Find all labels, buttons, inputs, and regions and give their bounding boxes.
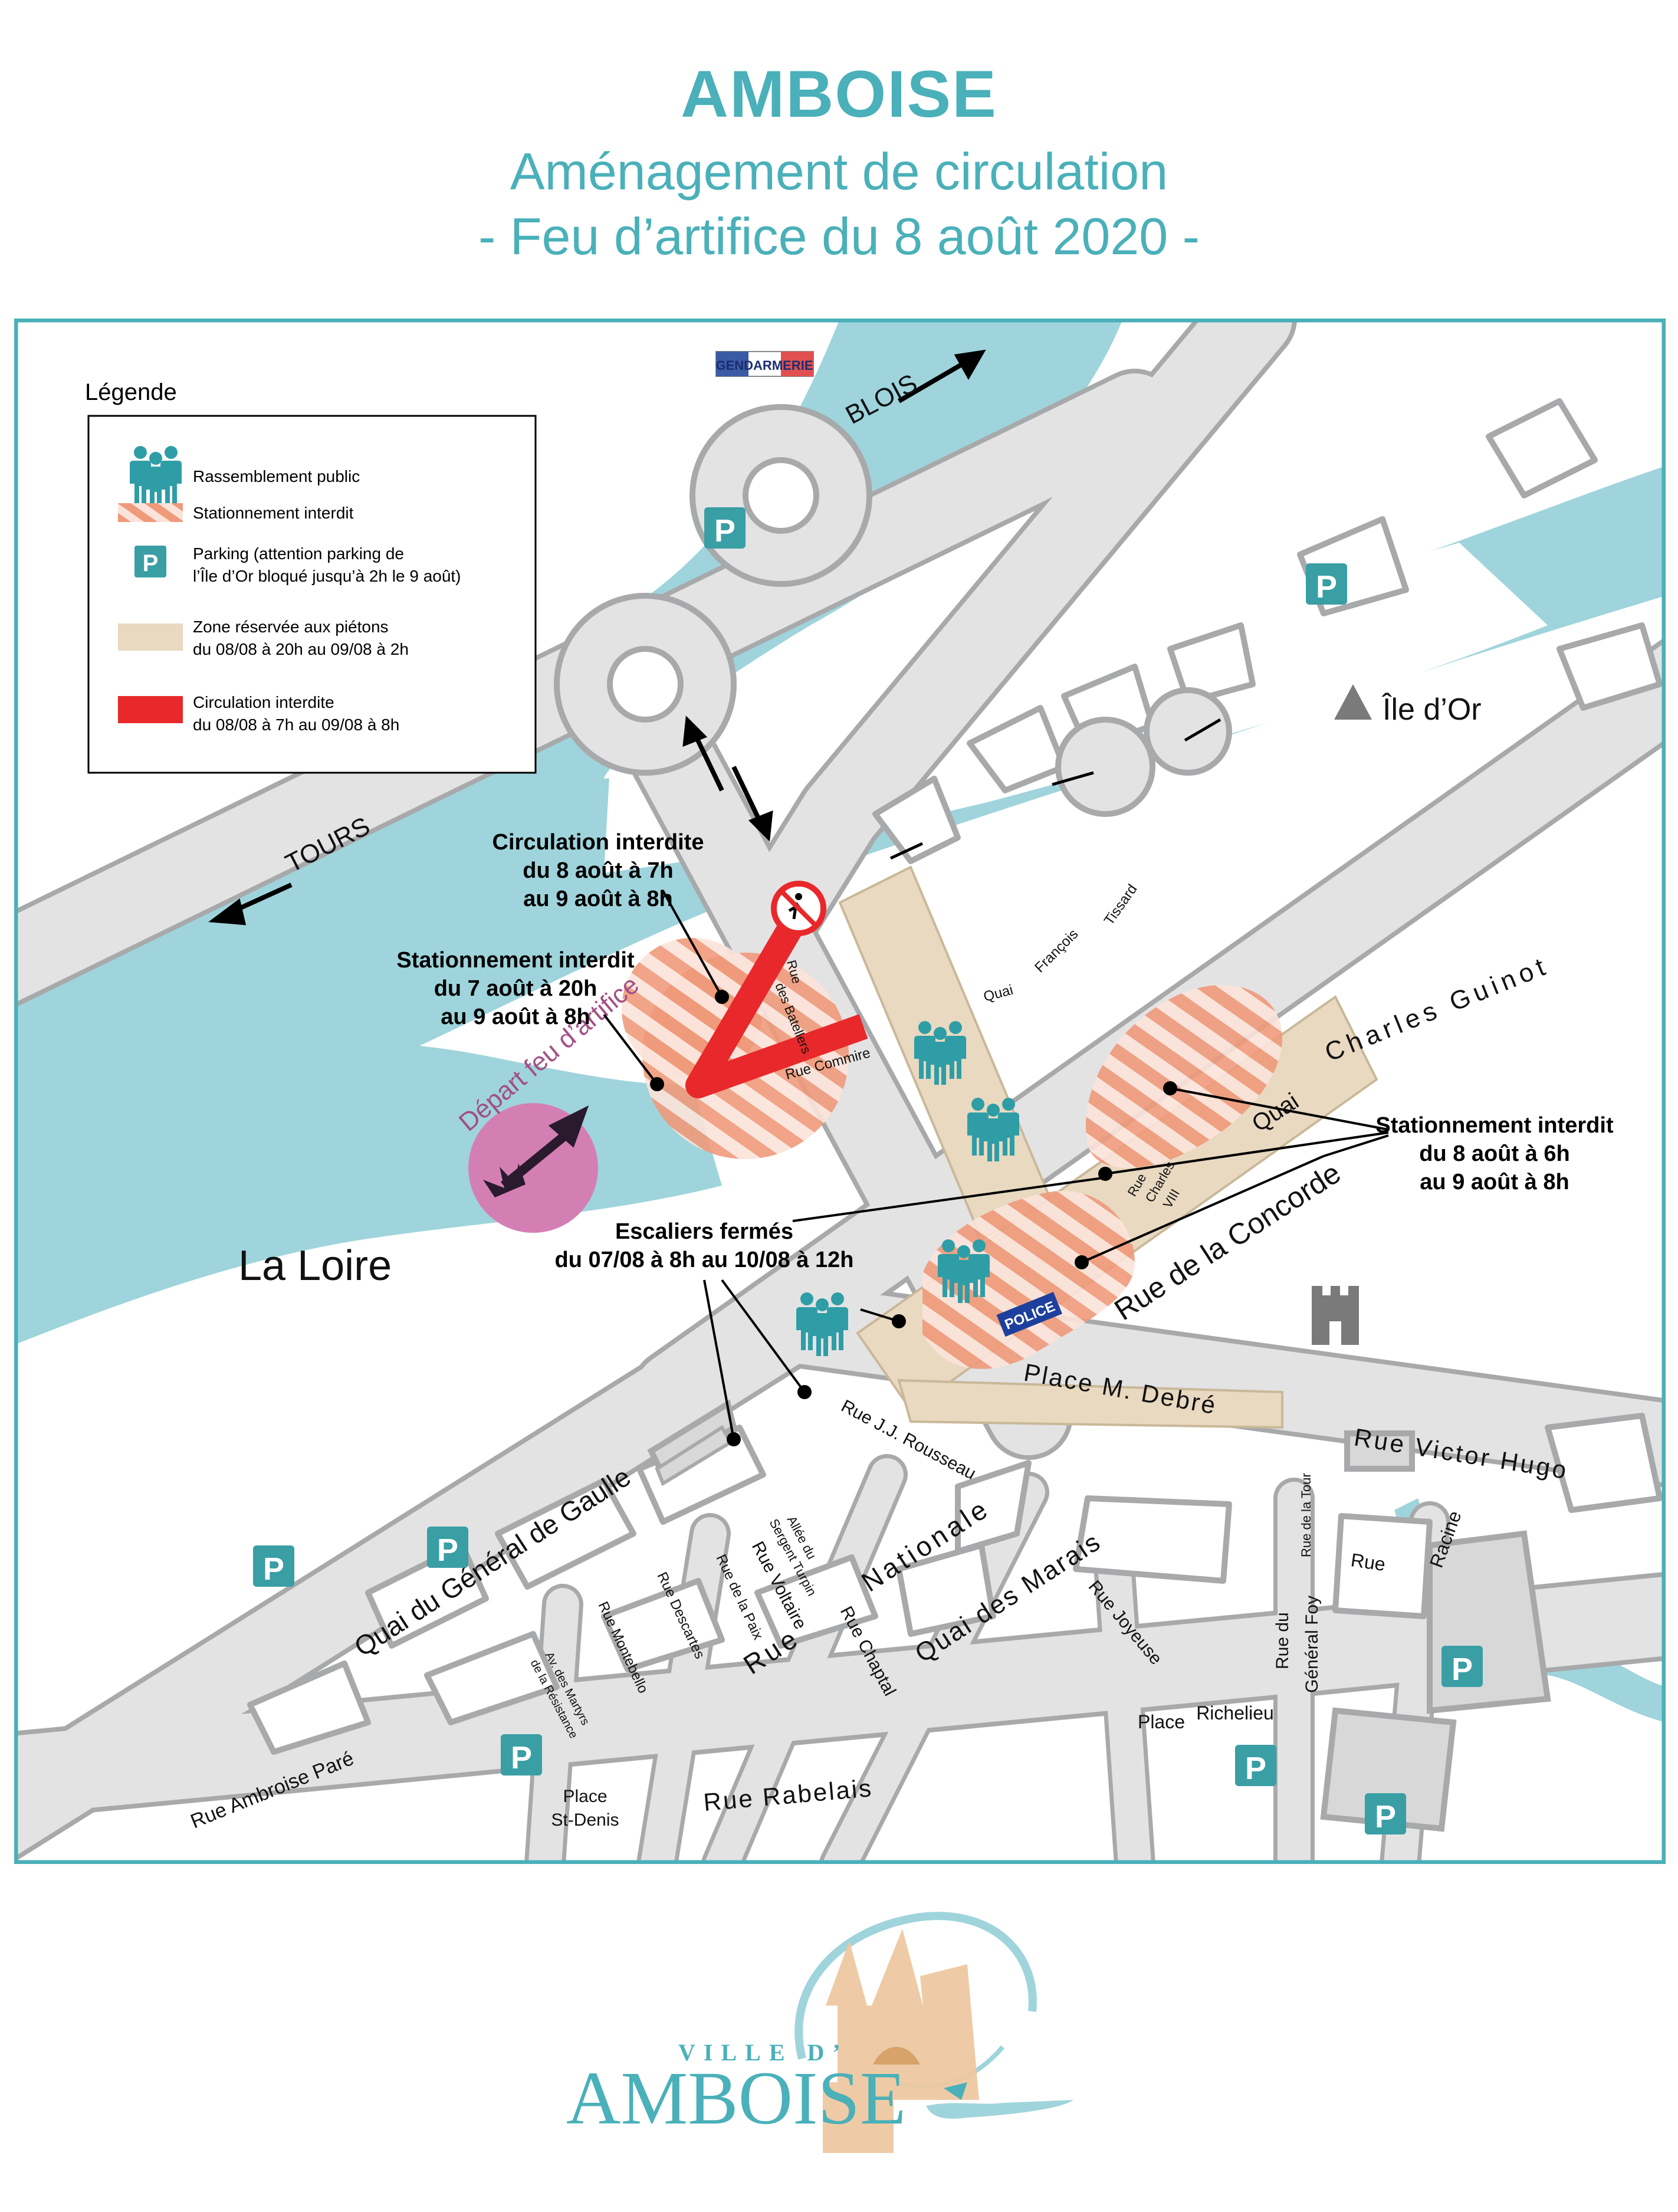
svg-text:au 9 août à 8h: au 9 août à 8h: [441, 1005, 590, 1029]
gendarmerie-sign: GENDARMERIE: [715, 351, 814, 377]
no-parking-zone-guinot: [1085, 984, 1282, 1168]
no-parking-hatch-icon: [118, 503, 183, 522]
svg-text:P: P: [1375, 1799, 1396, 1834]
legend-no-parking-label: Stationnement interdit: [193, 504, 354, 522]
svg-text:P: P: [1316, 569, 1337, 605]
svg-text:Stationnement interdit: Stationnement interdit: [1375, 1113, 1614, 1138]
loire-label: La Loire: [238, 1242, 392, 1289]
castle-icon: [1312, 1286, 1359, 1345]
legend-closed-road-label-2: du 08/08 à 7h au 09/08 à 8h: [193, 716, 399, 734]
svg-text:P: P: [263, 1551, 284, 1587]
svg-text:Circulation interdite: Circulation interdite: [492, 830, 704, 855]
legend-closed-road-label: Circulation interdite: [193, 693, 334, 711]
logo-text-amboise: AMBOISE: [566, 2056, 906, 2140]
svg-text:GENDARMERIE: GENDARMERIE: [715, 358, 813, 373]
traffic-map: P P P P P P P P GENDARMERIE POLICE: [14, 319, 1666, 1864]
arrow-blois: [897, 349, 986, 403]
street-label: Rue du: [1273, 1612, 1292, 1669]
svg-text:P: P: [143, 550, 159, 576]
campsite-icon: [1334, 684, 1372, 720]
legend-parking-label-2: l’Île d’Or bloqué jusqu’à 2h le 9 août): [193, 567, 461, 585]
svg-text:P: P: [437, 1532, 458, 1568]
svg-text:du 8 août à 6h: du 8 août à 6h: [1419, 1141, 1569, 1166]
parking-icon: P: [1235, 1745, 1276, 1786]
svg-text:P: P: [714, 513, 735, 549]
page-subtitle: Aménagement de circulation: [510, 142, 1168, 201]
street-label: Place: [1138, 1711, 1185, 1732]
two-way-arrows: [682, 716, 773, 842]
street-label: Rue: [1349, 1549, 1387, 1575]
svg-text:P: P: [511, 1740, 532, 1775]
street-label: Général Foy: [1302, 1596, 1322, 1693]
parking-icon: [134, 546, 166, 577]
street-label: St-Denis: [551, 1810, 619, 1830]
callout-stationnement-right: Stationnement interdit du 8 août à 6h au…: [1075, 1081, 1614, 1269]
parking-icons: P P P P P P P P: [253, 507, 1483, 1834]
parking-icon: P: [1441, 1646, 1483, 1687]
callout-escaliers-fermes: Escaliers fermés du 07/08 à 8h au 10/08 …: [555, 1176, 1112, 1446]
legend-pedestrian-label-2: du 08/08 à 20h au 09/08 à 2h: [193, 640, 409, 658]
legend-pedestrian-label: Zone réservée aux piétons: [193, 618, 389, 636]
svg-text:du 7 août à 20h: du 7 août à 20h: [434, 976, 597, 1001]
parking-icon: P: [501, 1734, 542, 1775]
street-label: Place: [563, 1787, 607, 1806]
logo-text-ville: VILLE D’: [678, 2039, 849, 2066]
svg-text:Stationnement interdit: Stationnement interdit: [396, 948, 635, 973]
pedestrian-zone-place-debre: [897, 1379, 1283, 1429]
city-logo: VILLE D’ AMBOISE: [566, 1912, 1073, 2153]
svg-text:du 8 août à 7h: du 8 août à 7h: [523, 858, 673, 883]
svg-text:du 07/08 à 8h au 10/08 à 12h: du 07/08 à 8h au 10/08 à 12h: [555, 1248, 854, 1272]
legend-crowd-label: Rassemblement public: [193, 467, 360, 485]
street-label: Richelieu: [1196, 1702, 1274, 1724]
closed-road-red: [685, 907, 868, 1098]
legend-title: Légende: [85, 379, 177, 405]
svg-text:P: P: [1245, 1751, 1266, 1786]
ile-or-label: Île d’Or: [1381, 693, 1482, 727]
parking-icon: P: [427, 1527, 468, 1568]
svg-text:au 9 août à 8h: au 9 août à 8h: [1420, 1170, 1569, 1194]
legend-parking-label: Parking (attention parking de: [193, 544, 404, 563]
svg-text:Escaliers fermés: Escaliers fermés: [615, 1219, 793, 1244]
arrow-tours: [208, 882, 293, 926]
parking-icon: P: [253, 1545, 294, 1587]
svg-text:P: P: [1452, 1652, 1473, 1687]
pedestrian-zone-swatch: [118, 623, 183, 651]
callout-circulation-interdite: Circulation interdite du 8 août à 7h au …: [492, 830, 729, 1004]
no-parking-zone-concorde: [922, 1191, 1135, 1369]
parking-icon: P: [1365, 1793, 1406, 1834]
closed-road-swatch: [118, 696, 183, 723]
parking-icon: P: [704, 507, 746, 549]
svg-text:au 9 août à 8h: au 9 août à 8h: [523, 887, 672, 911]
callout-stationnement-left: Stationnement interdit du 7 août à 20h a…: [396, 948, 664, 1091]
parking-icon: P: [1306, 563, 1347, 605]
small-two-way-arrows: [889, 718, 1221, 860]
page-title: AMBOISE: [681, 57, 997, 131]
fireworks-launch-marker: [468, 1103, 598, 1233]
no-pedestrian-sign: [771, 881, 826, 936]
street-label: Rue de la Tour: [1299, 1473, 1313, 1557]
page-subtitle-event: - Feu d’artifice du 8 août 2020 -: [478, 207, 1200, 265]
map-legend: Légende Rassemblement public Stationneme…: [85, 379, 537, 774]
